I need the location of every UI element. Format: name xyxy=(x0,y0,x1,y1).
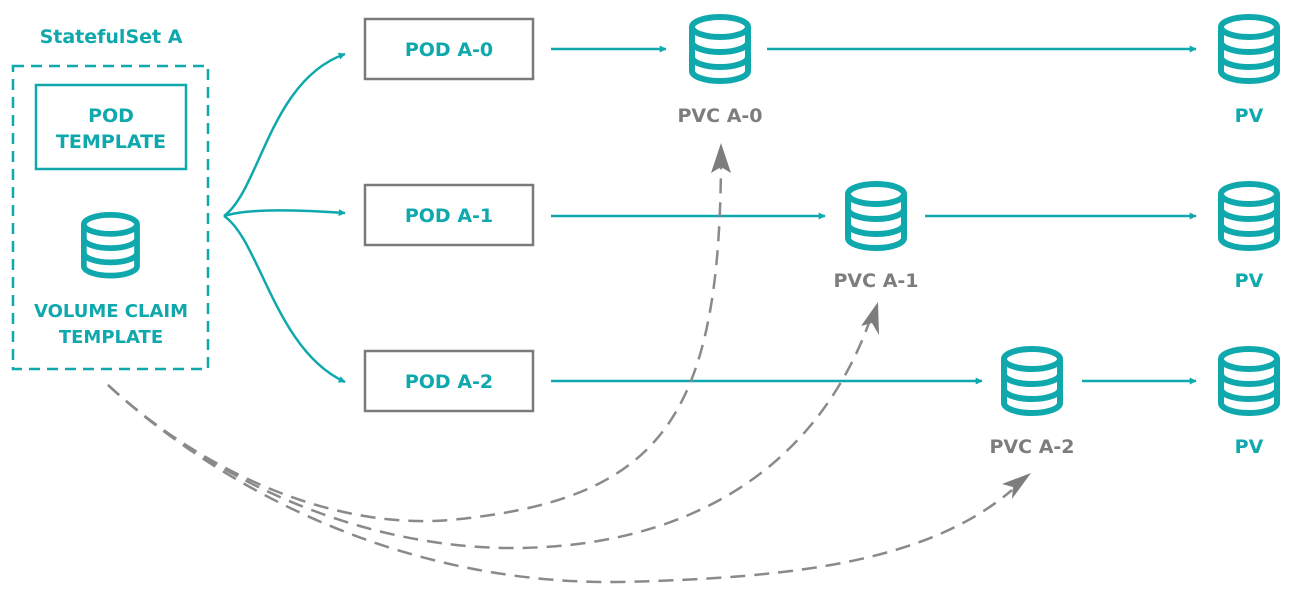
dashed-arrow-to-pvc-a1 xyxy=(107,319,872,550)
volume-claim-dashed-arrows xyxy=(107,159,1013,584)
dashed-arrowheads xyxy=(711,143,1031,499)
pod-template-box xyxy=(34,83,188,171)
pv-1-label: PV xyxy=(1235,270,1264,292)
statefulset-title: StatefulSet A xyxy=(40,26,183,48)
dashed-arrow-to-pvc-a0 xyxy=(107,159,723,523)
dashed-arrowhead-pvc-a1 xyxy=(861,302,879,335)
pvc-a1-database-icon xyxy=(848,184,904,248)
pod-a0-box xyxy=(363,17,535,81)
arrow-to-pod-a2 xyxy=(223,214,346,384)
pod-a0: POD A-0 xyxy=(363,17,535,81)
pv-1-database-icon xyxy=(1221,184,1277,248)
pvc-a0: PVC A-0 xyxy=(678,17,763,127)
pod-template-line2: TEMPLATE xyxy=(56,131,166,153)
volume-claim-line1: VOLUME CLAIM xyxy=(34,301,188,322)
pod-pvc-pv-arrows xyxy=(551,45,1197,385)
statefulset-dashed-border xyxy=(11,64,210,371)
pvc-a0-database-icon xyxy=(692,17,748,81)
statefulset-group: StatefulSet A POD TEMPLATE VOLUME CLAIM … xyxy=(11,26,210,371)
pvc-a0-label: PVC A-0 xyxy=(678,105,763,127)
dashed-arrowhead-pvc-a0 xyxy=(711,143,731,173)
pv-0-database-icon xyxy=(1221,17,1277,81)
pod-a2: POD A-2 xyxy=(363,349,535,413)
volume-claim-database-icon xyxy=(84,215,137,276)
dashed-arrowhead-pvc-a2 xyxy=(1002,473,1031,499)
arrow-to-pod-a1 xyxy=(223,209,346,218)
pvc-a2-label: PVC A-2 xyxy=(990,436,1075,458)
pv-2-label: PV xyxy=(1235,436,1264,458)
pod-template-line1: POD xyxy=(88,105,134,127)
pv-0-label: PV xyxy=(1235,105,1264,127)
dashed-arrow-to-pvc-a2 xyxy=(107,384,1013,584)
pod-a1: POD A-1 xyxy=(363,183,535,247)
pod-a2-box xyxy=(363,349,535,413)
pv-2-database-icon xyxy=(1221,349,1277,413)
pv-2: PV xyxy=(1221,349,1277,458)
pod-a2-label: POD A-2 xyxy=(405,371,493,393)
pod-a0-label: POD A-0 xyxy=(405,39,493,61)
pod-a1-box xyxy=(363,183,535,247)
pvc-a2-database-icon xyxy=(1004,349,1060,413)
statefulset-to-pod-arrows xyxy=(223,52,346,384)
pvc-a1: PVC A-1 xyxy=(834,184,919,292)
pv-0: PV xyxy=(1221,17,1277,127)
arrow-to-pod-a0 xyxy=(223,52,346,218)
pod-a1-label: POD A-1 xyxy=(405,205,493,227)
pvc-a2: PVC A-2 xyxy=(990,349,1075,458)
volume-claim-line2: TEMPLATE xyxy=(59,327,163,348)
pv-1: PV xyxy=(1221,184,1277,292)
pvc-a1-label: PVC A-1 xyxy=(834,270,919,292)
